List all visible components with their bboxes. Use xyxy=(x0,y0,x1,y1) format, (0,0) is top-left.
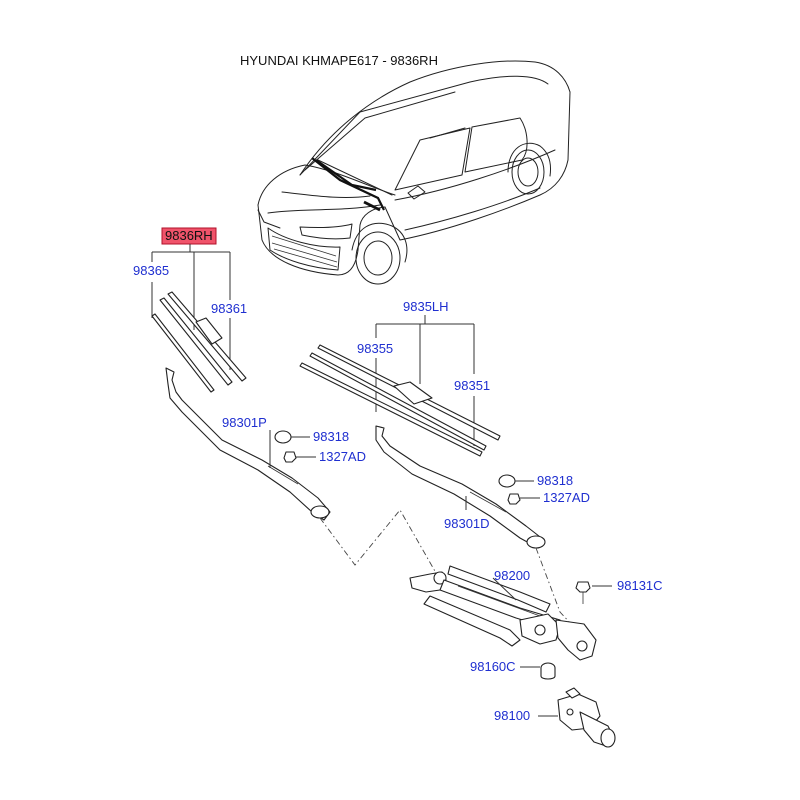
label-98318-lh[interactable]: 98318 xyxy=(537,473,573,488)
label-98301D[interactable]: 98301D xyxy=(444,516,490,531)
car-illustration xyxy=(257,60,571,285)
group-rh-label[interactable]: 9836RH xyxy=(165,228,213,243)
rh-cap-part xyxy=(274,430,292,444)
wiper-linkage xyxy=(409,565,597,661)
lh-cap-part xyxy=(498,474,516,488)
label-98355[interactable]: 98355 xyxy=(357,341,393,356)
label-98200[interactable]: 98200 xyxy=(494,568,530,583)
label-98301P[interactable]: 98301P xyxy=(222,415,267,430)
bolt-98131C-part xyxy=(575,581,591,604)
group-lh-label[interactable]: 9835LH xyxy=(403,299,449,314)
bushing-98160C-part xyxy=(540,662,556,680)
label-98351[interactable]: 98351 xyxy=(454,378,490,393)
rh-nut-part xyxy=(283,451,297,463)
group-rh-highlight[interactable] xyxy=(161,227,217,245)
rh-wiper-blade xyxy=(151,291,247,393)
label-1327AD-rh[interactable]: 1327AD xyxy=(319,449,366,464)
label-98100[interactable]: 98100 xyxy=(494,708,530,723)
connection-line-lh xyxy=(535,547,573,626)
lh-nut-part xyxy=(507,493,521,505)
diagram-title: HYUNDAI KHMAPE617 - 9836RH xyxy=(240,53,438,68)
label-98365[interactable]: 98365 xyxy=(133,263,169,278)
lh-wiper-blade xyxy=(299,344,501,457)
rh-wiper-arm xyxy=(165,367,331,521)
label-98361[interactable]: 98361 xyxy=(211,301,247,316)
label-1327AD-lh[interactable]: 1327AD xyxy=(543,490,590,505)
label-98131C[interactable]: 98131C xyxy=(617,578,663,593)
label-98318-rh[interactable]: 98318 xyxy=(313,429,349,444)
motor-98100-part xyxy=(557,687,616,748)
connection-line-rh xyxy=(319,509,441,581)
label-98160C[interactable]: 98160C xyxy=(470,659,516,674)
lh-wiper-arm xyxy=(375,425,546,549)
